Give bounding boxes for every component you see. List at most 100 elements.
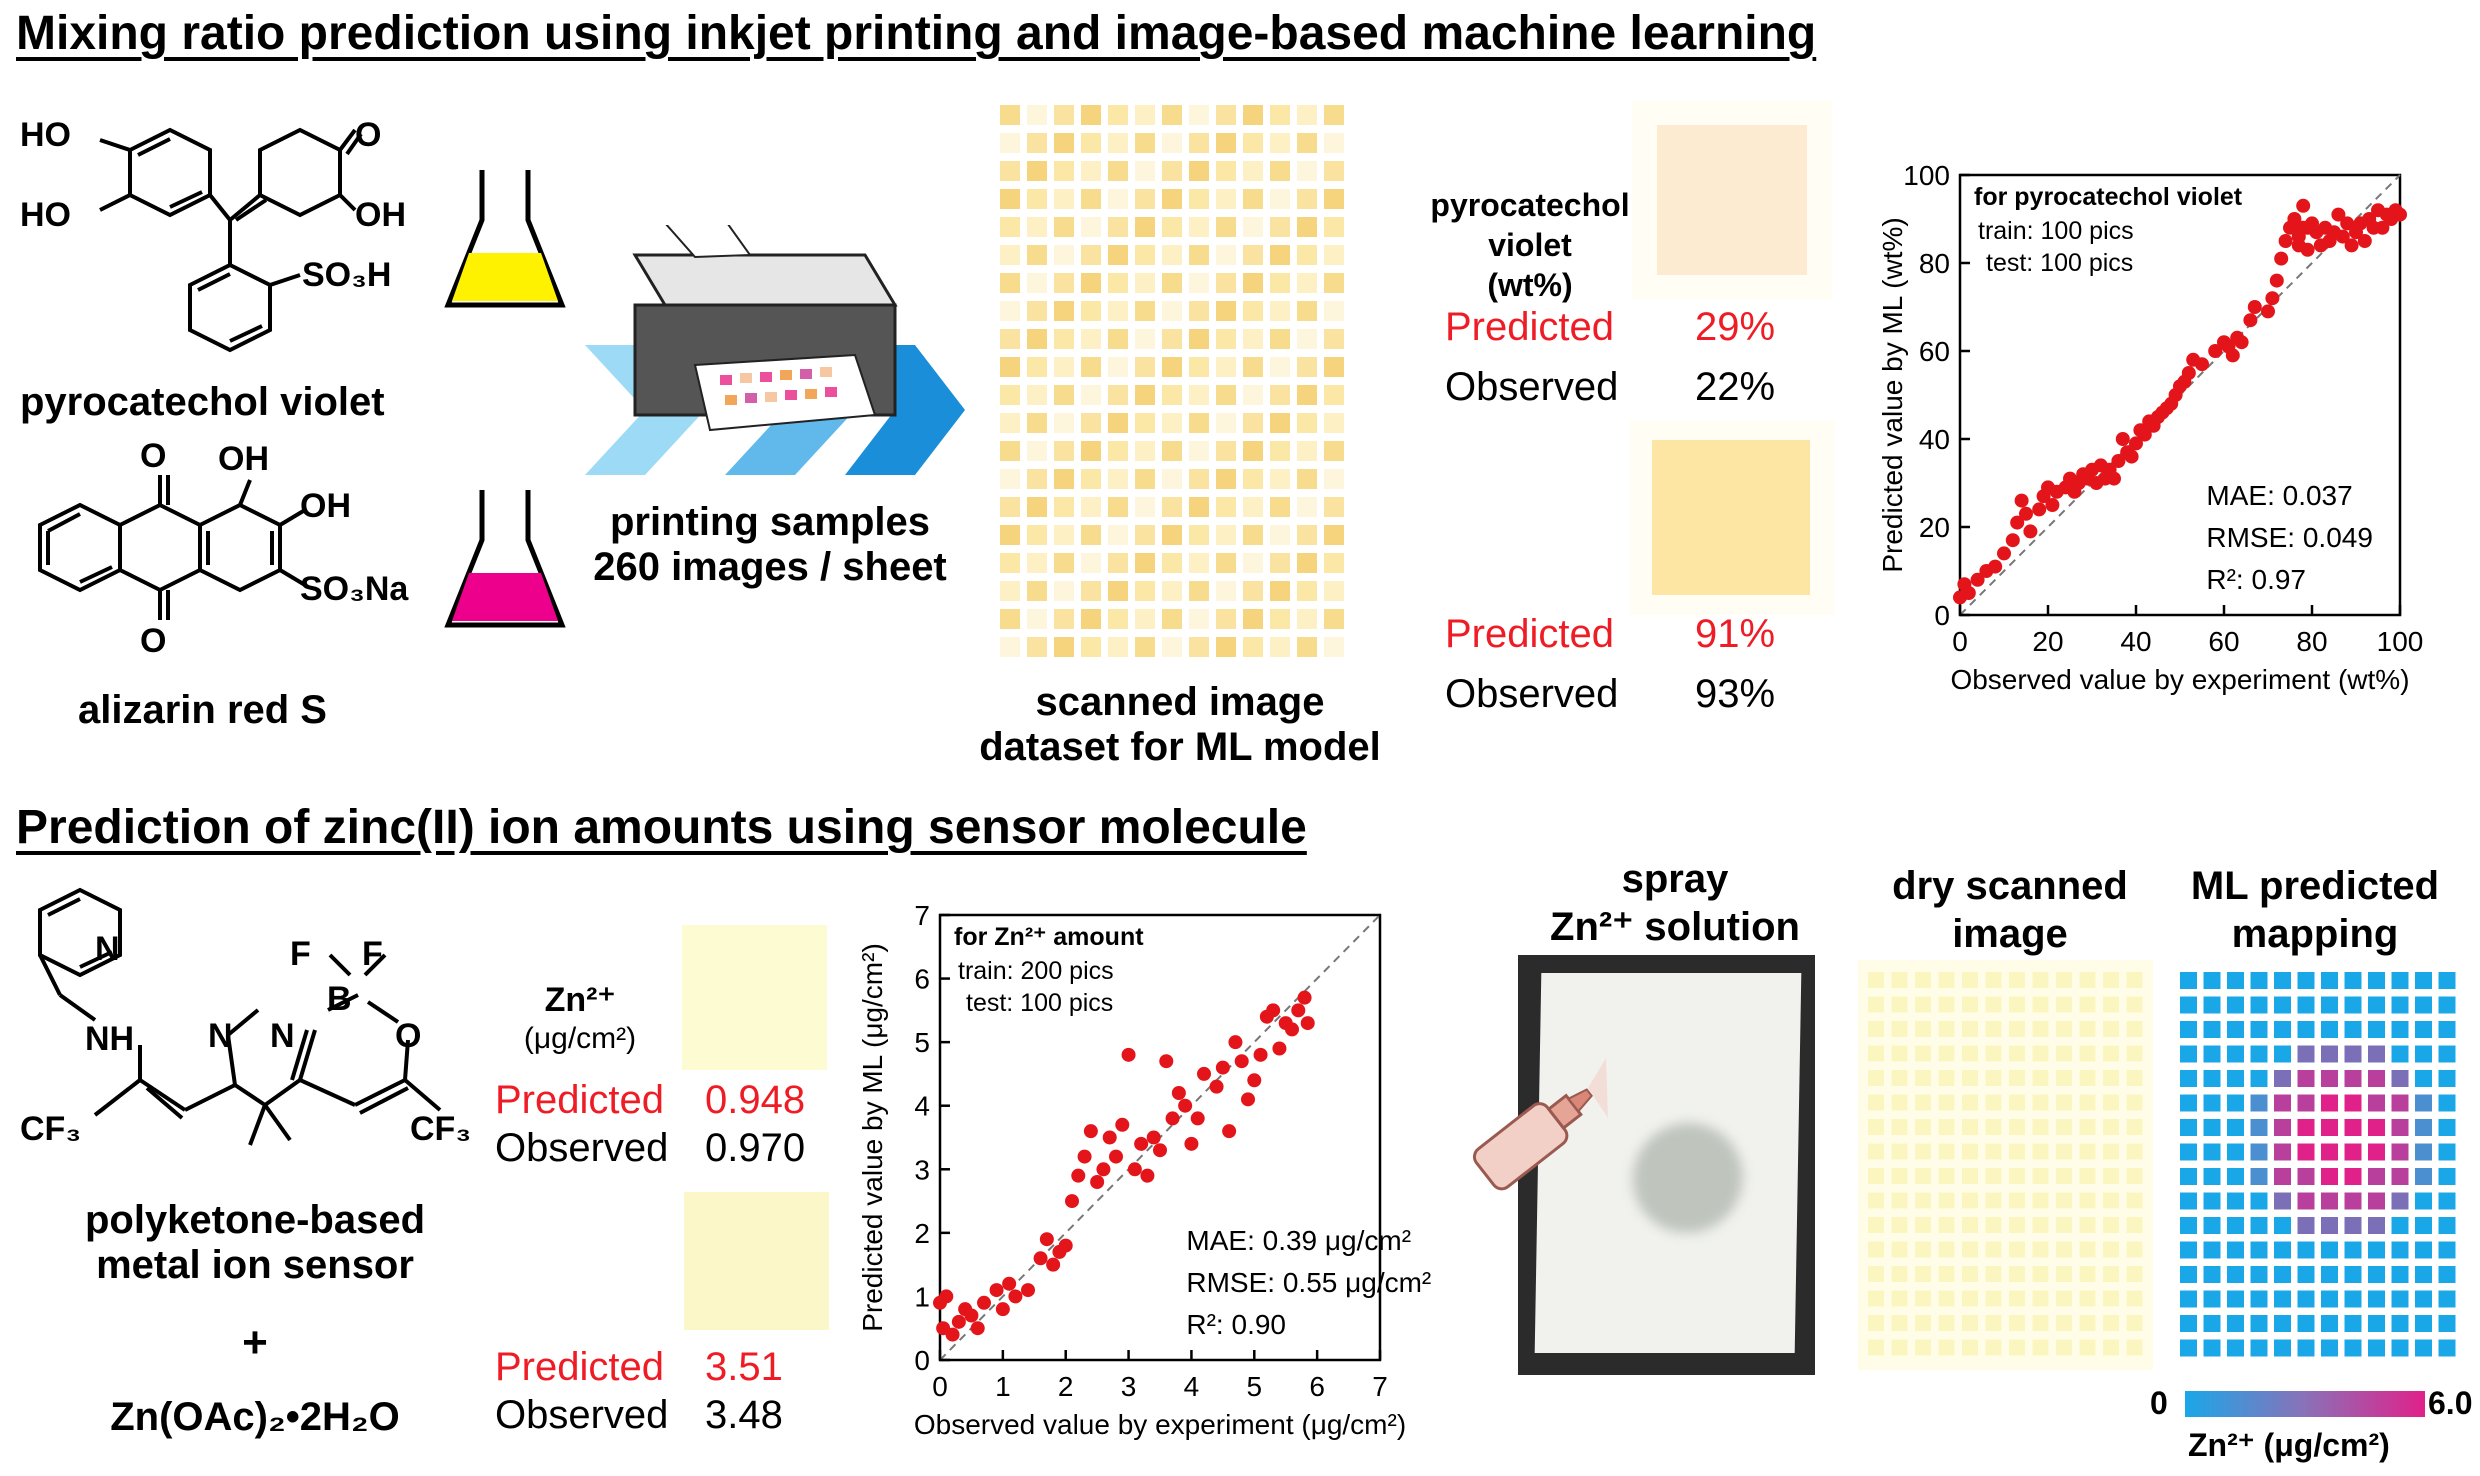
map-pad <box>2438 1266 2456 1283</box>
map-pad <box>2250 1168 2268 1185</box>
map-pad <box>2415 1339 2432 1357</box>
ml-line-1: ML predicted <box>2190 864 2440 908</box>
map-pad <box>2227 1045 2244 1063</box>
scan-pad <box>1324 245 1344 265</box>
map-pad <box>2391 1192 2409 1210</box>
data-point <box>2234 335 2249 350</box>
chem-label-o-top: O <box>355 116 382 154</box>
train-test-annotation: train: 100 pics <box>1978 217 2134 245</box>
scan-pad <box>1081 189 1101 209</box>
map-pad <box>2368 1045 2385 1063</box>
scan-pad <box>1081 273 1101 293</box>
samples-header-line-3: (wt%) <box>1487 267 1573 303</box>
scan-pad <box>1297 637 1317 657</box>
dry-pad <box>2126 1266 2143 1282</box>
dry-pad <box>1985 1070 2002 1086</box>
map-pad <box>2297 972 2315 989</box>
map-pad <box>2321 1119 2338 1136</box>
map-pad <box>2180 1217 2197 1234</box>
map-pad <box>2203 1290 2221 1308</box>
pyrocatechol-violet-structure <box>99 127 363 353</box>
scan-pad <box>1027 497 1047 517</box>
scan-pad <box>1081 357 1101 377</box>
map-pad <box>2368 996 2385 1014</box>
data-point <box>2010 515 2025 530</box>
dry-pad <box>2056 1315 2072 1331</box>
sample-image-pcv-1 <box>1657 125 1807 275</box>
data-point <box>1215 1060 1230 1075</box>
map-pad <box>2344 1266 2362 1283</box>
data-point <box>2269 273 2284 288</box>
x-tick-label: 0 <box>932 1371 948 1402</box>
dry-pad <box>1868 1290 1884 1307</box>
data-point <box>1109 1149 1123 1164</box>
dry-pad <box>2103 996 2119 1013</box>
x-tick-label: 80 <box>2296 626 2327 657</box>
scan-pad <box>1243 189 1263 209</box>
map-pad <box>2227 1315 2244 1332</box>
dry-pad <box>2103 1266 2119 1282</box>
dry-pad <box>2032 1217 2049 1233</box>
data-point <box>1970 572 1985 587</box>
dry-pad <box>1915 1070 1931 1086</box>
data-point <box>1988 559 2003 574</box>
chem-label-ho1: HO <box>20 116 71 154</box>
y-tick-label: 3 <box>914 1154 930 1185</box>
data-point <box>2107 471 2121 486</box>
scanned-line-2: dataset for ML model <box>979 725 1381 769</box>
scan-pad <box>1270 357 1290 377</box>
zn2-predicted-value: 3.51 <box>705 1345 783 1389</box>
map-pad <box>2321 972 2338 989</box>
dry-pad <box>1891 1315 1908 1331</box>
map-pad <box>2180 1290 2197 1308</box>
printer-icon <box>585 225 965 475</box>
chem-label-n1: N <box>208 1017 233 1055</box>
y-tick-label: 100 <box>1903 160 1950 191</box>
dry-pad <box>1868 1315 1884 1331</box>
dry-pad <box>2126 1021 2143 1037</box>
dry-pad <box>2126 1094 2143 1111</box>
map-pad <box>2297 1143 2315 1161</box>
data-point <box>970 1321 985 1336</box>
dry-pad <box>1938 1143 1955 1160</box>
map-pad <box>2368 1168 2385 1185</box>
data-point <box>2115 432 2130 446</box>
plot-frame <box>1958 173 2402 617</box>
map-pad <box>2391 972 2409 989</box>
dry-line-2: image <box>1952 912 2068 956</box>
data-point <box>1222 1124 1237 1139</box>
scan-pad <box>1270 217 1290 237</box>
data-point <box>1253 1047 1268 1062</box>
dry-pad <box>2032 1241 2049 1258</box>
colorbar-max-label: 6.0 <box>2428 1385 2473 1421</box>
dry-pad <box>2103 1339 2119 1356</box>
dry-pad <box>2032 1119 2049 1135</box>
chem-label-oh: OH <box>355 196 406 234</box>
map-pad <box>2297 1241 2315 1259</box>
dry-pad <box>1985 1143 2002 1160</box>
data-point <box>2045 498 2060 512</box>
map-pad <box>2180 1070 2197 1087</box>
data-point <box>1300 1016 1315 1031</box>
scan-pad <box>1135 189 1155 209</box>
map-pad <box>2297 1119 2315 1136</box>
dry-pad <box>2009 1119 2025 1135</box>
dry-pad <box>2103 972 2119 988</box>
scan-pad <box>1108 413 1128 433</box>
map-pad <box>2297 1290 2315 1308</box>
map-pad <box>2250 972 2268 989</box>
map-pad <box>2250 1290 2268 1308</box>
scan-pad <box>1162 161 1182 181</box>
map-pad <box>2321 1070 2338 1087</box>
scan-pad <box>1189 469 1209 489</box>
map-pad <box>2415 1217 2432 1234</box>
map-pad <box>2391 1315 2409 1332</box>
dry-pad <box>1985 1217 2002 1233</box>
dry-pad <box>1868 1119 1884 1135</box>
dry-pad <box>1938 1045 1955 1062</box>
scan-pad <box>1000 301 1020 321</box>
x-tick-label: 7 <box>1372 1371 1388 1402</box>
scan-pad <box>1189 497 1209 517</box>
scan-pad <box>1189 637 1209 657</box>
